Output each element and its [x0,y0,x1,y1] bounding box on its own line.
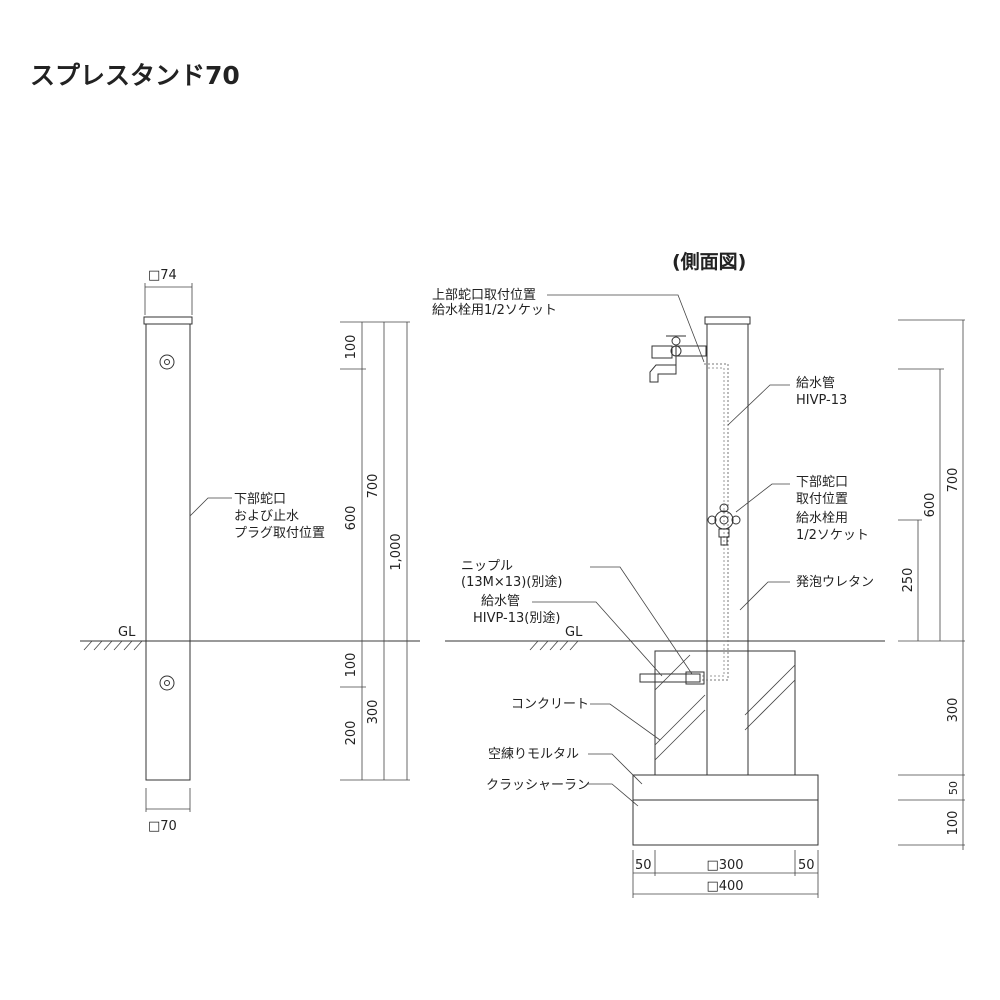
side-dim-50: 50 [947,781,960,795]
front-top-size: □74 [148,268,177,283]
callout-upper-line1: 上部蛇口取付位置 [432,288,536,303]
front-dim-700: 700 [366,474,381,499]
callout-lower-line1: 下部蛇口 [796,475,848,490]
side-dim-100: 100 [946,811,961,836]
concrete-block [654,650,796,776]
front-bottom-size: □70 [148,819,177,834]
bottom-dim-50-right: 50 [798,858,815,873]
callout-lower-line4: 1/2ソケット [796,528,869,543]
front-view: □74 □70 GL 下部蛇口 および止水 プラグ取付位置 [80,268,420,834]
front-callout-line1: 下部蛇口 [234,492,286,507]
side-dim-300: 300 [946,698,961,723]
bottom-dim-400: □400 [706,879,743,894]
callout-pipe-line2: HIVP-13 [796,393,847,408]
callout-concrete: コンクリート [511,697,589,712]
front-post-cap [143,316,193,325]
callout-lower-line3: 給水栓用 [796,511,848,526]
front-dim-100-mid: 100 [344,653,359,678]
upper-plug-icon [159,354,175,370]
upper-faucet-icon [649,335,707,383]
callout-supply-line2: HIVP-13(別途) [473,610,560,626]
front-gl-label: GL [118,625,136,640]
callout-supply-line1: 給水管 [481,594,520,609]
lower-faucet-icon [707,503,741,546]
side-view: (側面図) GL [432,251,965,898]
front-dim-300: 300 [366,700,381,725]
side-gl-label: GL [565,625,583,640]
side-view-heading: (側面図) [672,251,746,273]
side-dim-250: 250 [901,568,916,593]
front-dim-total: 1,000 [389,533,404,570]
callout-mortar: 空練りモルタル [488,747,579,762]
side-post [706,323,749,776]
front-dim-100-top: 100 [344,335,359,360]
front-post [145,323,191,781]
bottom-dim-300: □300 [706,858,743,873]
page-title: スプレスタンド70 [30,61,240,90]
mortar-layer [632,774,819,801]
callout-pipe-line1: 給水管 [796,376,835,391]
callout-nipple-line2: (13M×13)(別途) [461,574,562,590]
callout-nipple-line1: ニップル [461,559,513,574]
bottom-dim-50-left: 50 [635,858,652,873]
side-dim-700: 700 [946,468,961,493]
front-dim-200: 200 [344,721,359,746]
callout-foam: 発泡ウレタン [796,575,874,590]
supply-pipe [639,673,701,683]
crusher-layer [632,799,819,846]
front-callout-line3: プラグ取付位置 [234,526,325,541]
lower-plug-icon [159,675,175,691]
callout-upper-line2: 給水栓用1/2ソケット [432,303,557,318]
front-dim-600: 600 [344,506,359,531]
side-dim-600: 600 [923,493,938,518]
side-post-cap [704,316,751,325]
callout-lower-line2: 取付位置 [796,492,848,507]
callout-crusher: クラッシャーラン [486,778,590,793]
nipple [685,671,705,685]
front-callout-line2: および止水 [234,509,299,524]
